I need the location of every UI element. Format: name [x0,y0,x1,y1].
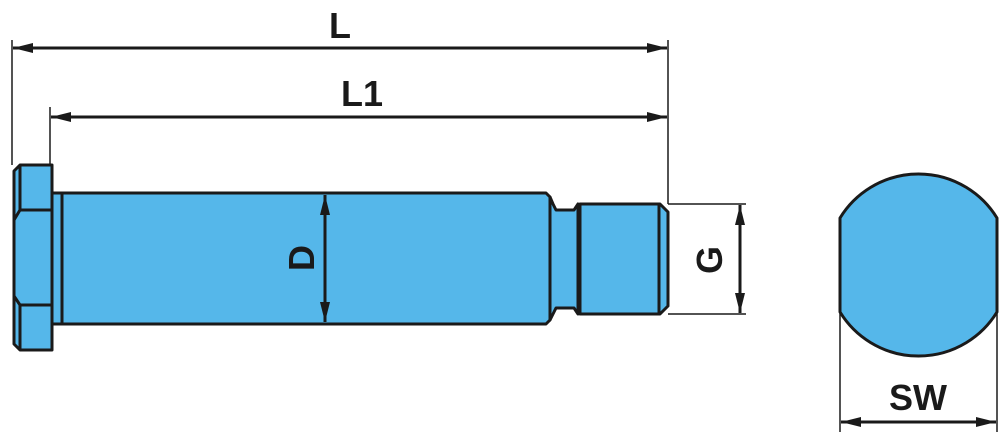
dimension-label-SW: SW [889,377,947,418]
dimension-G: G [668,203,746,315]
dimension-L: L [11,5,669,204]
dimension-L1: L1 [49,73,667,165]
bolt-end-view: SW [838,172,999,432]
dimension-label-L1: L1 [341,73,383,114]
dimension-label-D: D [281,245,322,271]
bolt-groove [548,195,580,322]
dimension-label-G: G [689,246,730,274]
dimension-D: D [281,195,330,322]
bolt-thread [578,202,670,316]
bolt-side-view [12,163,670,352]
dimension-label-L: L [329,5,351,46]
